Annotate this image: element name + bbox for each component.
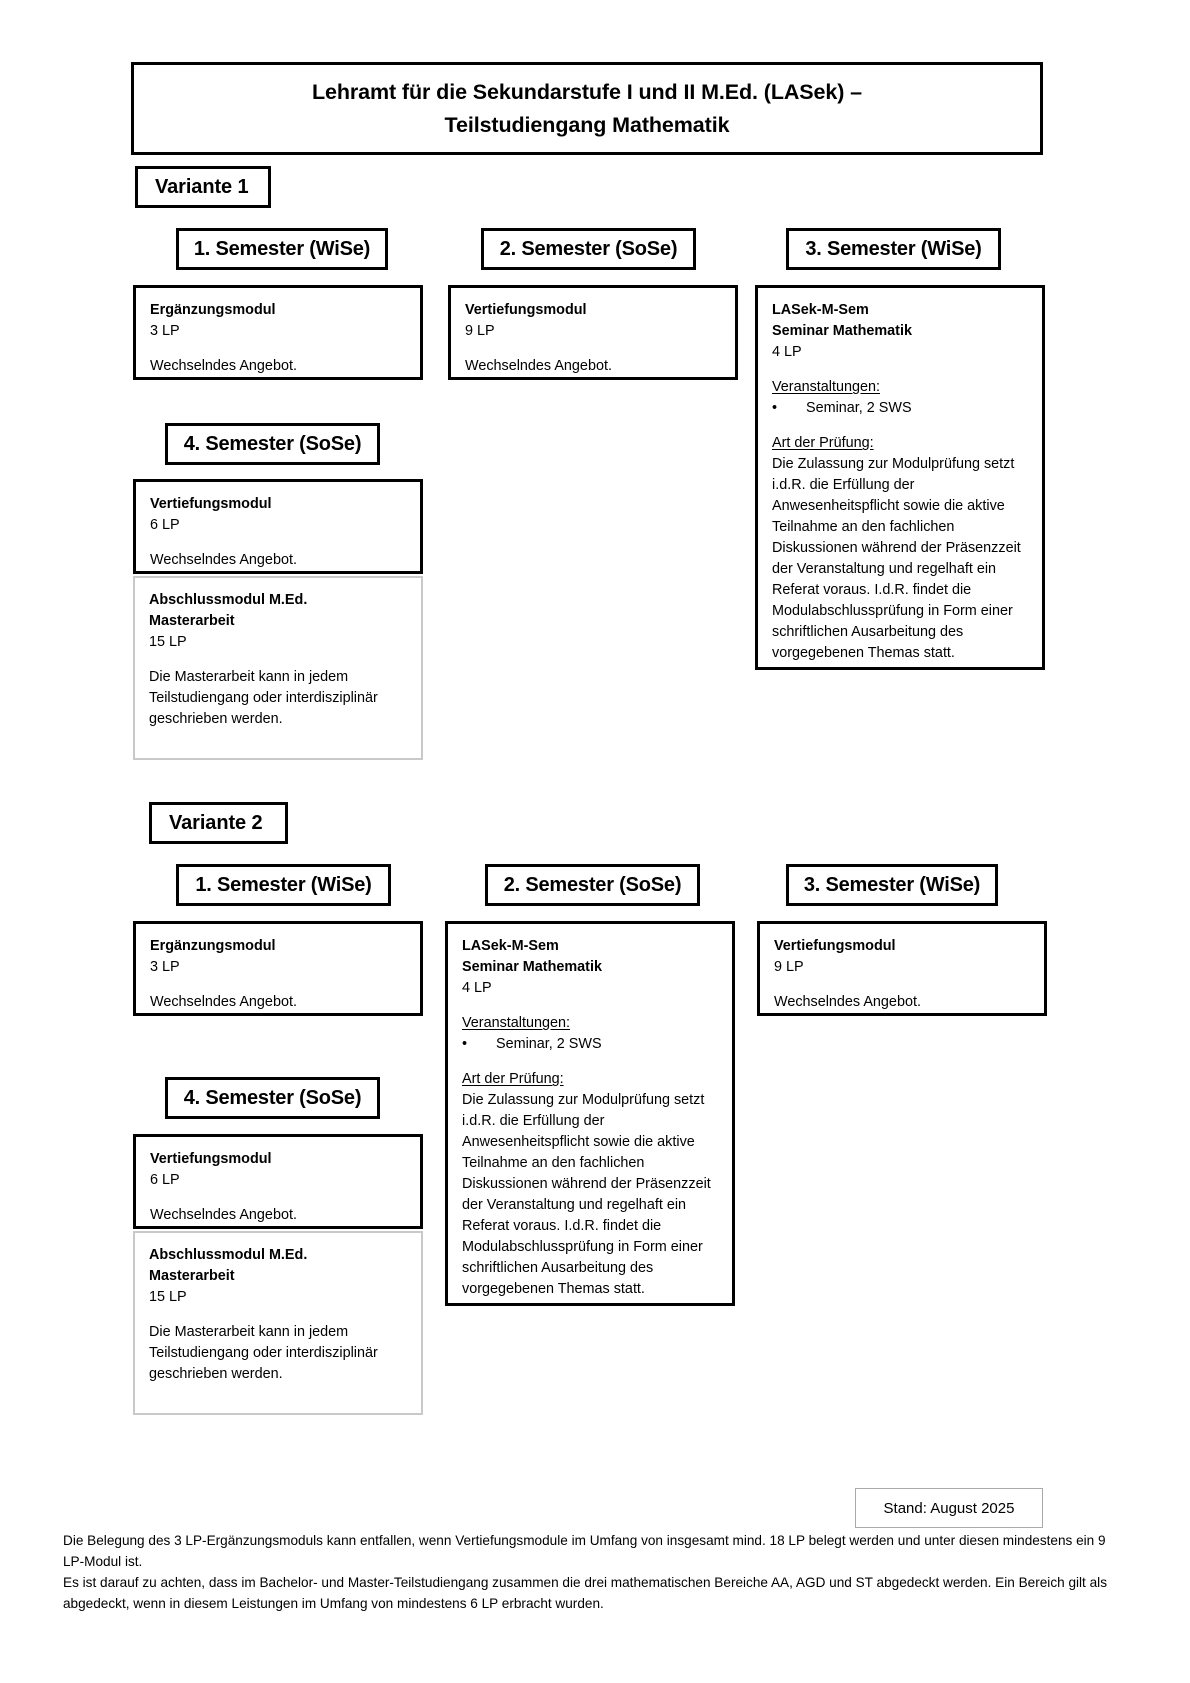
variante-1-label: Variante 1 — [135, 166, 271, 208]
spacer — [465, 342, 721, 356]
variante-2-text: Variante 2 — [169, 811, 263, 834]
module-note: Die Masterarbeit kann in jedem Teilstudi… — [149, 1324, 378, 1383]
spacer — [150, 342, 406, 356]
spacer — [149, 653, 407, 667]
v2-semester-3-header: 3. Semester (WiSe) — [786, 864, 998, 906]
v2-sem3-module-vertiefungsmodul: Vertiefungsmodul 9 LP Wechselndes Angebo… — [757, 921, 1047, 1016]
module-lp: 4 LP — [772, 344, 802, 361]
module-note: Wechselndes Angebot. — [774, 994, 921, 1011]
v1-sem1-module-ergaenzungsmodul: Ergänzungsmodul 3 LP Wechselndes Angebot… — [133, 285, 423, 380]
document-title-box: Lehramt für die Sekundarstufe I und II M… — [131, 62, 1043, 155]
module-note: Wechselndes Angebot. — [150, 994, 297, 1011]
module-title-line-2: Masterarbeit — [149, 613, 235, 630]
spacer — [462, 1055, 718, 1069]
spacer — [150, 1191, 406, 1205]
module-title: Vertiefungsmodul — [150, 496, 272, 512]
pruefung-text: Die Zulassung zur Modulprüfung setzt i.d… — [772, 456, 1021, 662]
spacer — [772, 363, 1028, 377]
module-lp: 9 LP — [465, 323, 495, 340]
stand-date-text: Stand: August 2025 — [883, 1499, 1015, 1517]
v1-semester-2-label: 2. Semester (SoSe) — [499, 237, 678, 260]
module-lp: 3 LP — [150, 959, 180, 976]
spacer — [150, 978, 406, 992]
pruefung-text: Die Zulassung zur Modulprüfung setzt i.d… — [462, 1092, 711, 1298]
title-line-1: Lehramt für die Sekundarstufe I und II M… — [311, 79, 863, 104]
v2-sem2-module-seminar: LASek-M-Sem Seminar Mathematik 4 LP Vera… — [445, 921, 735, 1306]
v2-sem1-module-ergaenzungsmodul: Ergänzungsmodul 3 LP Wechselndes Angebot… — [133, 921, 423, 1016]
v1-semester-3-header: 3. Semester (WiSe) — [786, 228, 1001, 270]
veranstaltungen-label: Veranstaltungen: — [772, 379, 881, 396]
v1-sem4-module-abschlussmodul: Abschlussmodul M.Ed. Masterarbeit 15 LP … — [133, 576, 423, 760]
module-code: LASek-M-Sem — [462, 938, 559, 954]
pruefung-label: Art der Prüfung: — [772, 435, 874, 452]
v1-semester-1-label: 1. Semester (WiSe) — [193, 237, 371, 260]
v1-semester-4-label: 4. Semester (SoSe) — [183, 432, 362, 455]
v2-sem4-module-vertiefungsmodul: Vertiefungsmodul 6 LP Wechselndes Angebo… — [133, 1134, 423, 1229]
veranstaltungen-list-item: • Seminar, 2 SWS — [462, 1034, 718, 1055]
module-lp: 4 LP — [462, 980, 492, 997]
module-note: Wechselndes Angebot. — [465, 358, 612, 375]
v1-semester-4-header: 4. Semester (SoSe) — [165, 423, 380, 465]
variante-2-label: Variante 2 — [149, 802, 288, 844]
footnotes: Die Belegung des 3 LP-Ergänzungsmoduls k… — [63, 1530, 1129, 1614]
module-lp: 6 LP — [150, 517, 180, 534]
spacer — [462, 999, 718, 1013]
spacer — [772, 419, 1028, 433]
stand-date-box: Stand: August 2025 — [855, 1488, 1043, 1528]
pruefung-label: Art der Prüfung: — [462, 1071, 564, 1088]
title-line-2: Teilstudiengang Mathematik — [444, 112, 730, 137]
v2-semester-1-header: 1. Semester (WiSe) — [176, 864, 391, 906]
v2-semester-4-label: 4. Semester (SoSe) — [183, 1086, 362, 1109]
module-title: Vertiefungsmodul — [774, 938, 896, 954]
module-note: Wechselndes Angebot. — [150, 1207, 297, 1224]
module-title: Seminar Mathematik — [462, 959, 602, 976]
spacer — [149, 1308, 407, 1322]
v2-semester-2-header: 2. Semester (SoSe) — [485, 864, 700, 906]
page-title: Lehramt für die Sekundarstufe I und II M… — [300, 76, 874, 141]
module-title-line-1: Abschlussmodul M.Ed. — [149, 1247, 308, 1263]
module-note: Wechselndes Angebot. — [150, 358, 297, 375]
module-title: Vertiefungsmodul — [150, 1151, 272, 1167]
bullet-icon: • — [462, 1036, 468, 1053]
v2-semester-3-label: 3. Semester (WiSe) — [803, 873, 981, 896]
spacer — [774, 978, 1030, 992]
module-lp: 6 LP — [150, 1172, 180, 1189]
v1-sem3-module-seminar: LASek-M-Sem Seminar Mathematik 4 LP Vera… — [755, 285, 1045, 670]
module-title: Ergänzungsmodul — [150, 938, 276, 954]
veranstaltungen-list-item: • Seminar, 2 SWS — [772, 398, 1028, 419]
variante-1-text: Variante 1 — [155, 175, 249, 198]
module-lp: 15 LP — [149, 1289, 187, 1306]
footnote-1: Die Belegung des 3 LP-Ergänzungsmoduls k… — [63, 1533, 1106, 1570]
veranstaltung-text: Seminar, 2 SWS — [806, 400, 912, 417]
module-title-line-1: Abschlussmodul M.Ed. — [149, 592, 308, 608]
module-title: Ergänzungsmodul — [150, 302, 276, 318]
bullet-icon: • — [772, 400, 778, 417]
footnote-2: Es ist darauf zu achten, dass im Bachelo… — [63, 1575, 1107, 1612]
module-lp: 9 LP — [774, 959, 804, 976]
module-title: Vertiefungsmodul — [465, 302, 587, 318]
veranstaltung-text: Seminar, 2 SWS — [496, 1036, 602, 1053]
module-code: LASek-M-Sem — [772, 302, 869, 318]
v2-semester-2-label: 2. Semester (SoSe) — [503, 873, 682, 896]
v1-semester-2-header: 2. Semester (SoSe) — [481, 228, 696, 270]
v1-semester-1-header: 1. Semester (WiSe) — [176, 228, 388, 270]
module-lp: 15 LP — [149, 634, 187, 651]
module-title: Seminar Mathematik — [772, 323, 912, 340]
v1-semester-3-label: 3. Semester (WiSe) — [805, 237, 982, 260]
veranstaltungen-label: Veranstaltungen: — [462, 1015, 571, 1032]
module-note: Wechselndes Angebot. — [150, 552, 297, 569]
v2-sem4-module-abschlussmodul: Abschlussmodul M.Ed. Masterarbeit 15 LP … — [133, 1231, 423, 1415]
spacer — [150, 536, 406, 550]
module-lp: 3 LP — [150, 323, 180, 340]
v2-semester-1-label: 1. Semester (WiSe) — [195, 873, 372, 896]
v1-sem4-module-vertiefungsmodul: Vertiefungsmodul 6 LP Wechselndes Angebo… — [133, 479, 423, 574]
module-title-line-2: Masterarbeit — [149, 1268, 235, 1285]
module-note: Die Masterarbeit kann in jedem Teilstudi… — [149, 669, 378, 728]
v2-semester-4-header: 4. Semester (SoSe) — [165, 1077, 380, 1119]
v1-sem2-module-vertiefungsmodul: Vertiefungsmodul 9 LP Wechselndes Angebo… — [448, 285, 738, 380]
